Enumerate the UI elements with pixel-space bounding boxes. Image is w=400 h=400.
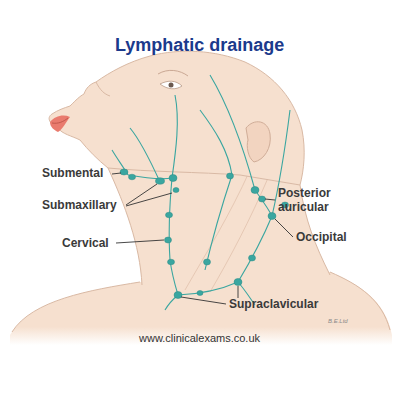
- diagram-title: Lymphatic drainage: [115, 34, 284, 56]
- region-label: Posterior auricular: [278, 186, 348, 214]
- region-label: Cervical: [62, 236, 109, 250]
- eye: [160, 81, 182, 89]
- region-label: Occipital: [296, 230, 347, 244]
- iris: [169, 83, 174, 88]
- region-label: Supraclavicular: [229, 297, 318, 311]
- shoulders: [10, 272, 392, 345]
- region-label: Submaxillary: [42, 198, 117, 212]
- region-label: Submental: [42, 166, 103, 180]
- nose: [96, 82, 110, 96]
- neck: [108, 168, 330, 285]
- lip-line: [52, 118, 68, 123]
- website-url: www.clinicalexams.co.uk: [139, 331, 260, 345]
- artist-signature: B.E.Ltd: [328, 318, 348, 325]
- ear: [246, 122, 270, 162]
- lymph-vessels: [112, 75, 290, 310]
- lips: [50, 116, 70, 132]
- neck-muscle: [185, 170, 268, 292]
- eyebrow: [158, 70, 188, 76]
- leader-lines: [112, 173, 293, 304]
- lymph-nodes: [120, 169, 289, 299]
- neck-outline: [108, 168, 330, 285]
- head: [49, 51, 304, 185]
